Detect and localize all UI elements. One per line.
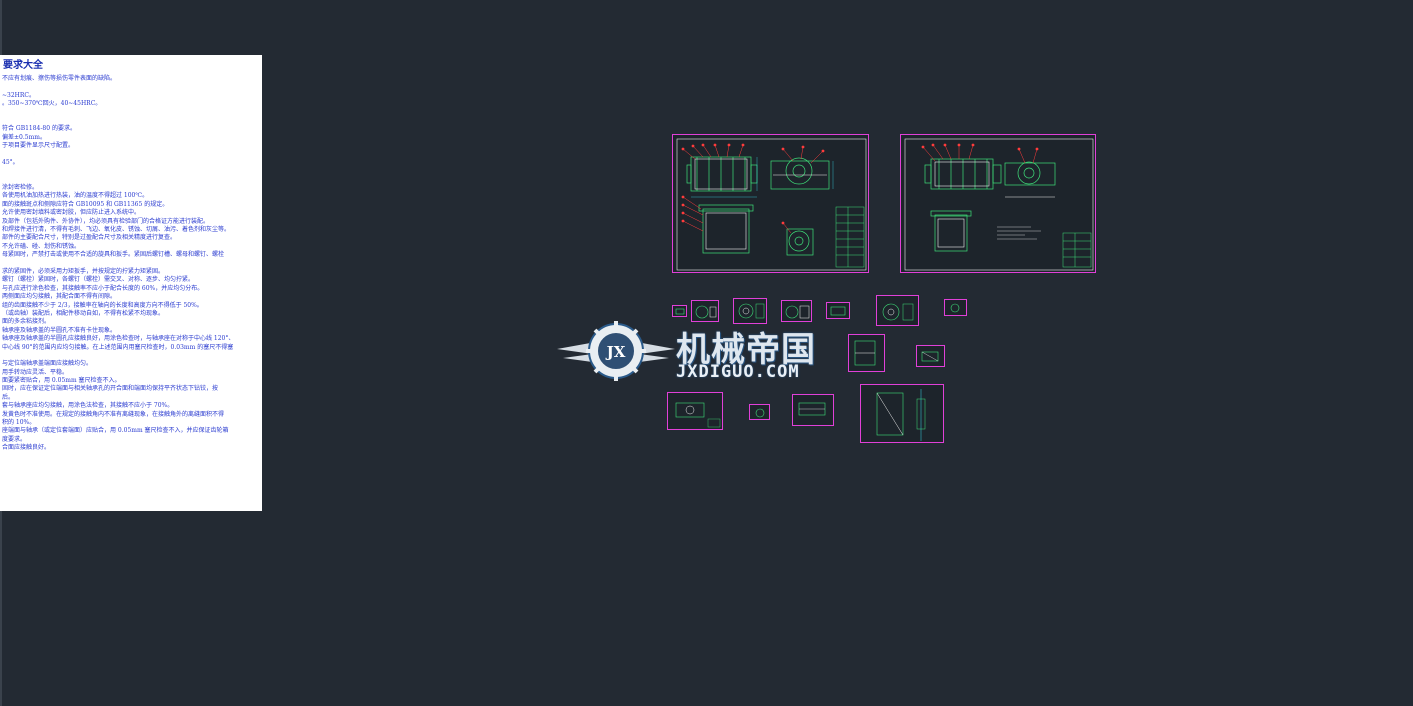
assembly-drawing-2-graphics bbox=[904, 138, 1094, 271]
part-drawing-12[interactable] bbox=[792, 394, 834, 426]
badge-text: JX bbox=[605, 343, 626, 361]
requirement-line: 积的 10%。 bbox=[2, 419, 36, 427]
requirement-line: 座端面与轴承（或定位套端面）应贴合，用 0.05mm 塞尺检查不入，并应保证齿轮… bbox=[2, 427, 229, 435]
requirement-line bbox=[2, 167, 262, 175]
requirement-line: 各使用机油加热进行热装，油的温度不得超过 100℃。 bbox=[2, 192, 149, 200]
part-drawing-10[interactable] bbox=[667, 392, 723, 430]
requirement-line: 两侧面应均匀接触，其配合面不得有间隙。 bbox=[2, 293, 117, 301]
part-drawing-13-graphics bbox=[876, 389, 926, 441]
requirement-line: 不允许磕、碰、划伤和锈蚀。 bbox=[2, 242, 81, 250]
part-drawing-9[interactable] bbox=[916, 345, 945, 367]
part-drawing-5[interactable] bbox=[826, 302, 850, 319]
requirement-line: 轴承座及轴承盖的半圆孔不准有卡住现象。 bbox=[2, 326, 117, 334]
requirement-line: 固时，应在保证定位端面与相关轴承孔的开合面和端面均保持平齐状态下钻铰，按 bbox=[2, 385, 219, 393]
part-drawing-11-graphics bbox=[755, 408, 765, 418]
requirement-line bbox=[2, 83, 262, 91]
part-drawing-8-graphics bbox=[854, 340, 876, 366]
part-drawing-12-graphics bbox=[798, 402, 826, 416]
part-drawing-6-graphics bbox=[882, 303, 914, 321]
requirement-line: 。350~370℃回火，40~45HRC。 bbox=[2, 100, 102, 108]
requirement-line: 于项目要件显示尺寸配置。 bbox=[2, 142, 75, 150]
requirement-line: 合面应接触良好。 bbox=[2, 444, 51, 452]
part-drawing-1-graphics bbox=[675, 308, 685, 315]
requirement-line: 中心线 90°的范围内应均匀接触。在上述范围内用塞尺检查时，0.03mm 的塞尺… bbox=[2, 343, 234, 351]
requirement-line: 求的紧固件，必须采用力矩扳手，并按规定的拧紧力矩紧固。 bbox=[2, 267, 165, 275]
watermark-domain: JXDIGUO.COM bbox=[676, 362, 800, 382]
requirement-line: 与孔应进行涂色检查，其接触率不应小于配合长度的 60%，并应均匀分布。 bbox=[2, 284, 204, 292]
requirement-line: 组的齿面接触不少于 2/3，接触率在轴向的长度和高度方向不得低于 50%。 bbox=[2, 301, 203, 309]
part-drawing-11[interactable] bbox=[749, 404, 770, 420]
assembly-drawing-sheet-1[interactable] bbox=[672, 134, 869, 273]
requirement-line: 及部件（包括外购件、外协件），均必须具有检验部门的合格证方能进行装配。 bbox=[2, 217, 210, 225]
requirement-line: 轴承座及轴承盖的半圆孔应接触良好，用涂色检查时，与轴承座在对称于中心线 120°… bbox=[2, 335, 235, 343]
requirement-line: 度要求。 bbox=[2, 435, 27, 443]
requirement-line bbox=[2, 260, 262, 268]
part-drawing-5-graphics bbox=[830, 306, 846, 316]
requirement-line: 允许使用密封填料或密封胶，但应防止进入系统中。 bbox=[2, 209, 141, 217]
part-drawing-10-graphics bbox=[675, 402, 721, 428]
requirement-line: 面要紧密贴合，用 0.05mm 塞尺检查不入。 bbox=[2, 377, 121, 385]
requirement-line: 面的接触斑点和侧隙应符合 GB10095 和 GB11365 的规定。 bbox=[2, 200, 169, 208]
part-drawing-13[interactable] bbox=[860, 384, 944, 443]
requirement-line: 涂封密检修。 bbox=[2, 184, 39, 192]
requirement-line: 螺钉（螺栓）紧固时，各螺钉（螺栓）需交叉、对称、逐步、均匀拧紧。 bbox=[2, 276, 195, 284]
part-drawing-3-graphics bbox=[738, 303, 765, 319]
requirements-list: 不应有划痕、擦伤等损伤零件表面的缺陷。 ~32HRC。。350~370℃回火，40… bbox=[2, 75, 262, 453]
part-drawing-2[interactable] bbox=[691, 300, 719, 322]
part-drawing-7[interactable] bbox=[944, 299, 967, 316]
requirement-line: 和焊接件进行清，不得有毛刺、飞边、氧化皮、锈蚀、切屑、油污、着色剂和灰尘等。 bbox=[2, 226, 231, 234]
technical-requirements-sheet[interactable]: 要求大全 不应有划痕、擦伤等损伤零件表面的缺陷。 ~32HRC。。350~370℃… bbox=[0, 55, 262, 511]
assembly-drawing-1-graphics bbox=[676, 138, 867, 271]
site-watermark-logo: JX 机械帝国 JXDIGUO.COM bbox=[557, 318, 853, 384]
requirement-line: 偏差±0.5mm。 bbox=[2, 133, 46, 141]
requirement-line: ~32HRC。 bbox=[2, 91, 36, 99]
requirement-line: 发黄色时不准使用。在规定的接触角内不准有离缝现象，在接触角外的离缝面积不得 bbox=[2, 410, 225, 418]
requirement-line bbox=[2, 109, 262, 117]
gear-badge-icon: JX bbox=[557, 321, 675, 381]
assembly-drawing-sheet-2[interactable] bbox=[900, 134, 1096, 273]
part-drawing-1[interactable] bbox=[672, 305, 687, 317]
requirement-line: 套与轴承座应均匀接触，用涂色法检查，其接触不应小于 70%。 bbox=[2, 402, 174, 410]
requirement-line: 与定位端轴承盖端面应接触均匀。 bbox=[2, 360, 93, 368]
requirement-line: 符合 GB1184-80 的要求。 bbox=[2, 125, 76, 133]
requirement-line: 不应有划痕、擦伤等损伤零件表面的缺陷。 bbox=[2, 75, 117, 82]
requirement-line bbox=[2, 151, 262, 159]
part-drawing-6[interactable] bbox=[876, 295, 919, 326]
part-drawing-9-graphics bbox=[921, 351, 939, 362]
requirement-line: 母紧固时，严禁打击或使用不合适的旋具和扳手。紧固后螺钉槽、螺母和螺钉、螺栓 bbox=[2, 251, 225, 259]
part-drawing-8[interactable] bbox=[848, 334, 885, 372]
part-drawing-4-graphics bbox=[785, 305, 810, 319]
part-drawing-2-graphics bbox=[695, 305, 717, 319]
requirements-title: 要求大全 bbox=[3, 60, 43, 71]
part-drawing-4[interactable] bbox=[781, 300, 812, 322]
part-drawing-3[interactable] bbox=[733, 298, 767, 324]
watermark-chinese-name: 机械帝国 bbox=[676, 330, 816, 370]
requirement-line: （或齿轴）装配后，相配件移动自如，不得有松紧不均现象。 bbox=[2, 309, 165, 317]
part-drawing-7-graphics bbox=[950, 303, 960, 313]
requirement-line bbox=[2, 176, 262, 184]
requirement-line: 用手转动应灵活、平稳。 bbox=[2, 368, 69, 376]
requirement-line: 后。 bbox=[2, 393, 15, 401]
requirement-line: 45°。 bbox=[2, 158, 19, 166]
requirement-line: 面的多余粘接剂。 bbox=[2, 318, 51, 326]
requirement-line: 部件的主要配合尺寸，特别是过盈配合尺寸及相关精度进行复查。 bbox=[2, 234, 177, 242]
